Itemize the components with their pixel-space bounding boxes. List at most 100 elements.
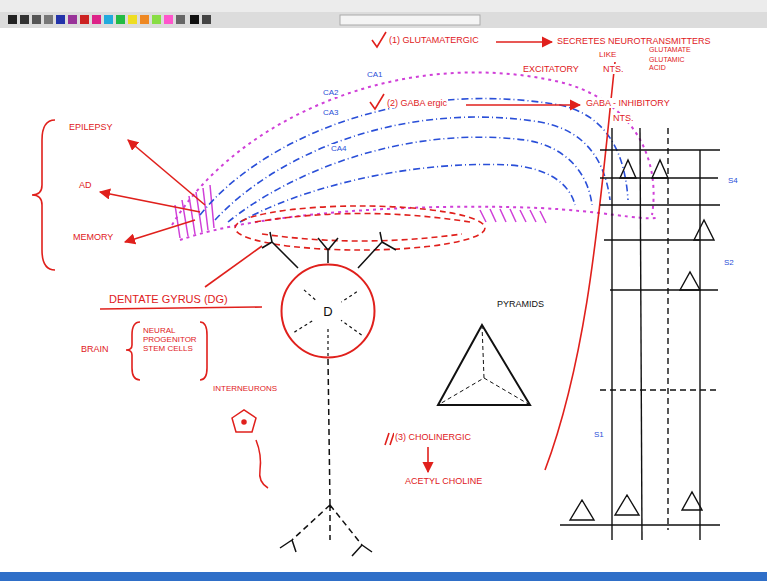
board-label: CA4: [330, 144, 348, 153]
dentate-gyrus-part: [255, 214, 470, 223]
board-label: AD: [78, 180, 93, 190]
toolbar-part: [104, 15, 113, 24]
cell-process: [341, 292, 356, 302]
hippocampus-outline-part: [172, 72, 654, 225]
board-label: (2) GABA ergic: [386, 98, 448, 108]
transmitter-arrows-part: [370, 94, 384, 109]
transmitter-arrows: [370, 32, 615, 472]
ca-layers-part: [228, 137, 592, 222]
board-label: SECRETES NEUROTRANSMITTERS: [556, 36, 712, 46]
toolbar-part: [128, 15, 137, 24]
layer-grid-part: [600, 389, 718, 390]
hippocampus-outline-part: [480, 209, 546, 223]
transmitter-arrows-part: [372, 32, 386, 47]
board-label: GLUTAMIC ACID: [648, 56, 694, 72]
cell-body-circle: D: [280, 263, 376, 359]
neuron-part: [292, 505, 362, 545]
board-label: (1) GLUTAMATERGIC: [388, 35, 480, 45]
board-label: MEMORY: [72, 232, 114, 242]
toolbar: [0, 0, 767, 28]
cell-circle: [282, 265, 375, 358]
cell-process: [294, 320, 314, 333]
neuron-part: [358, 232, 396, 268]
toolbar-part: [68, 15, 77, 24]
toolbar-part: [20, 15, 29, 24]
board-label: DENTATE GYRUS (DG): [108, 293, 229, 306]
board-label: (3) CHOLINERGIC: [394, 432, 472, 442]
interneuron-part: [242, 420, 246, 424]
dg-leader-part: [100, 307, 262, 309]
layer-grid: [560, 128, 720, 540]
interneuron-part: [256, 440, 268, 488]
disease-arrows-part: [128, 140, 205, 205]
disease-arrows-part: [32, 120, 55, 270]
board-label: ACETYL CHOLINE: [404, 476, 483, 486]
ca-layers: [200, 99, 628, 222]
neuron-part: [328, 359, 330, 505]
interneuron: [232, 410, 268, 488]
hippocampus-outline: [172, 72, 656, 240]
board-label: GABA - INHIBITORY: [585, 98, 671, 108]
transmitter-arrows-part: [496, 41, 552, 43]
transmitter-arrows-part: [466, 104, 580, 106]
cell-label: D: [323, 304, 332, 319]
transmitter-arrows-part: [545, 62, 615, 470]
ca-layers-part: [240, 164, 575, 222]
layer-grid-part: [560, 150, 720, 525]
layer-grid-part: [699, 150, 700, 540]
neuron-part: [318, 238, 338, 263]
taskbar: [0, 572, 767, 581]
neuron: [262, 232, 396, 556]
disease-arrows-part: [100, 192, 200, 212]
cell-process: [327, 327, 328, 356]
toolbar-part: [140, 15, 149, 24]
toolbar-part: [44, 15, 53, 24]
board-label: BRAIN: [80, 344, 110, 354]
board-label: CA2: [322, 88, 340, 97]
layer-grid-part: [620, 160, 714, 290]
neuron-part: [262, 232, 298, 268]
layer-grid-part: [570, 492, 702, 520]
toolbar-part: [0, 12, 767, 28]
pyramidal-cell-part: [438, 325, 530, 405]
layer-grid-part: [611, 128, 612, 540]
transmitter-arrows-part: [385, 433, 394, 445]
board-label: EPILEPSY: [68, 122, 114, 132]
layer-grid-part: [640, 128, 642, 540]
board-label: NEURAL PROGENITOR STEM CELLS: [142, 326, 202, 354]
board-label: CA3: [322, 108, 340, 117]
hippocampus-outline-part: [180, 207, 656, 240]
board-label: S4: [727, 176, 739, 185]
board-label: NTS.: [602, 64, 625, 74]
board-label: INTERNEURONS: [212, 384, 278, 393]
cell-process: [341, 320, 362, 335]
board-label: CA1: [366, 70, 384, 79]
toolbar-part: [164, 15, 173, 24]
disease-arrows: [32, 120, 205, 270]
board-label: EXCITATORY: [522, 64, 580, 74]
layer-grid-part: [667, 128, 668, 530]
toolbar-part: [0, 0, 767, 12]
board-label: S1: [593, 430, 605, 439]
board-label: NTS.: [612, 113, 635, 123]
board-label: S2: [723, 258, 735, 267]
toolbar-part: [116, 15, 125, 24]
dg-leader-part: [205, 246, 262, 287]
pyramidal-cell: [438, 325, 530, 405]
toolbar-part: [152, 15, 161, 24]
neuron-part: [280, 540, 372, 556]
board-label: GLUTAMATE: [648, 46, 692, 54]
cell-process: [304, 290, 316, 301]
dg-leader: [100, 246, 262, 380]
toolbar-part: [176, 15, 185, 24]
pyramidal-cell-part: [438, 325, 530, 405]
dentate-gyrus-part: [262, 234, 462, 241]
interneuron-part: [232, 410, 256, 432]
toolbar-part: [8, 15, 17, 24]
disease-arrows-part: [125, 220, 195, 242]
transmitter-arrows-part: [427, 447, 429, 472]
board-label: LIKE: [598, 50, 617, 59]
